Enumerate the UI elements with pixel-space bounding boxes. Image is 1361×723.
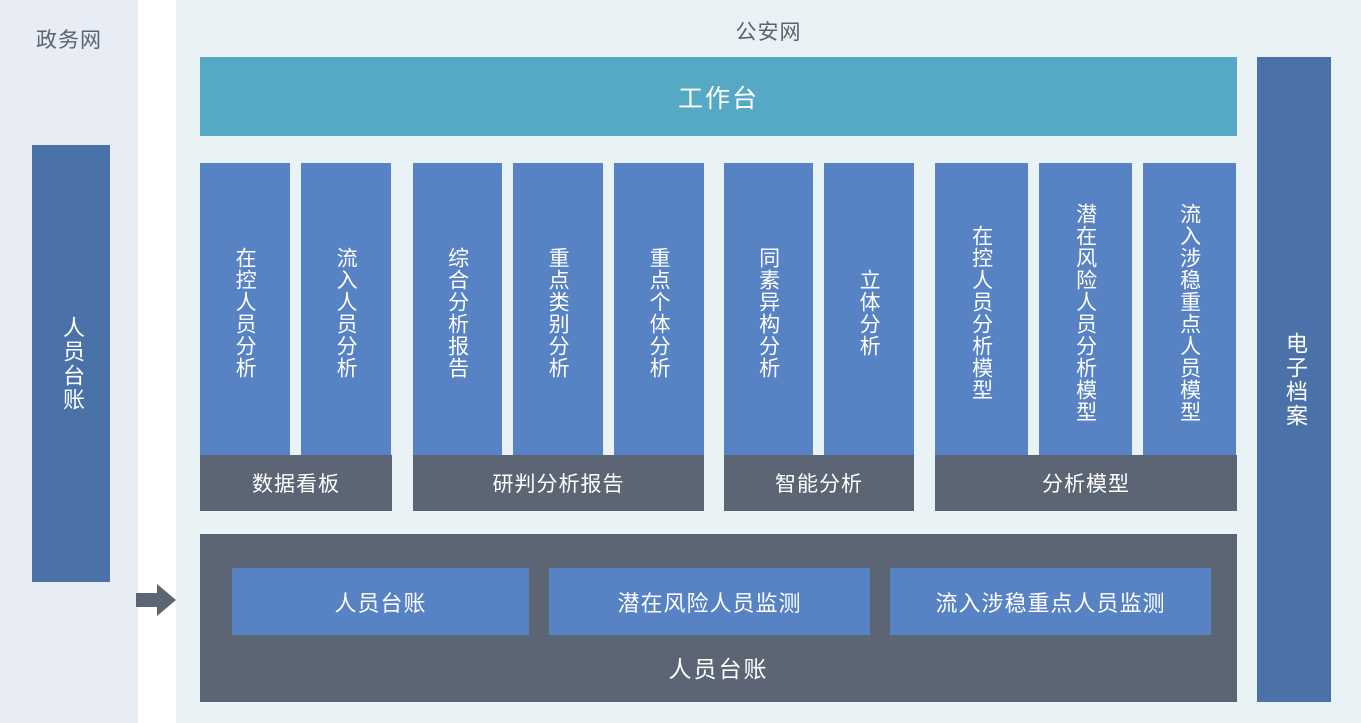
capability-group-label[interactable]: 智能分析 [724,455,914,511]
ledger-tile[interactable]: 流入涉稳重点人员监测 [890,568,1211,635]
personnel-ledger-caption: 人员台账 [668,657,769,683]
workbench-banner[interactable]: 工作台 [200,57,1237,136]
capability-column-label: 重点个体分析 [647,247,672,379]
capability-column[interactable]: 重点个体分析 [614,163,704,459]
personnel-ledger-panel: 人员台账 潜在风险人员监测 流入涉稳重点人员监测 人员台账 [200,534,1237,702]
capability-column[interactable]: 流入人员分析 [301,163,391,459]
capability-column-label: 在控人员分析模型 [969,225,994,401]
capability-column[interactable]: 在控人员分析 [200,163,290,459]
workbench-label: 工作台 [677,83,759,113]
capability-column-label: 潜在风险人员分析模型 [1073,203,1098,423]
personnel-ledger-card-label: 人员台账 [58,315,84,412]
personnel-ledger-tiles: 人员台账 潜在风险人员监测 流入涉稳重点人员监测 [232,568,1211,635]
capability-group-label-text: 分析模型 [1042,472,1130,496]
electronic-archive-label: 电子档案 [1281,331,1307,428]
capability-column[interactable]: 在控人员分析模型 [935,163,1028,459]
capability-group-label-text: 研判分析报告 [492,472,625,496]
capability-group-label[interactable]: 研判分析报告 [413,455,704,511]
capability-column[interactable]: 流入涉稳重点人员模型 [1143,163,1236,459]
capability-column[interactable]: 同素异构分析 [724,163,813,459]
capability-column-label: 流入涉稳重点人员模型 [1177,203,1202,423]
capability-column-label: 立体分析 [857,269,882,357]
government-network-title: 政务网 [36,28,102,52]
capability-column-label: 流入人员分析 [334,247,359,379]
personnel-ledger-card[interactable]: 人员台账 [32,145,110,582]
arrow-right-icon [136,584,176,616]
capability-column-label: 重点类别分析 [546,247,571,379]
capability-group-label[interactable]: 数据看板 [200,455,392,511]
ledger-tile-label: 流入涉稳重点人员监测 [935,591,1166,617]
capability-column-label: 同素异构分析 [756,247,781,379]
electronic-archive-card[interactable]: 电子档案 [1257,57,1331,702]
ledger-tile[interactable]: 潜在风险人员监测 [549,568,870,635]
capability-group-label[interactable]: 分析模型 [935,455,1237,511]
capability-column-label: 在控人员分析 [233,247,258,379]
capability-group-label-text: 智能分析 [775,472,863,496]
ledger-tile[interactable]: 人员台账 [232,568,529,635]
government-network-zone: 政务网 人员台账 [0,0,138,723]
ledger-tile-label: 潜在风险人员监测 [617,591,802,617]
capability-column-label: 综合分析报告 [445,247,470,379]
capability-group-label-text: 数据看板 [252,472,340,496]
police-network-title: 公安网 [735,20,802,44]
capability-column[interactable]: 综合分析报告 [413,163,502,459]
capability-column[interactable]: 重点类别分析 [513,163,603,459]
ledger-tile-label: 人员台账 [334,591,427,617]
capability-column[interactable]: 潜在风险人员分析模型 [1039,163,1132,459]
capability-column[interactable]: 立体分析 [824,163,914,459]
